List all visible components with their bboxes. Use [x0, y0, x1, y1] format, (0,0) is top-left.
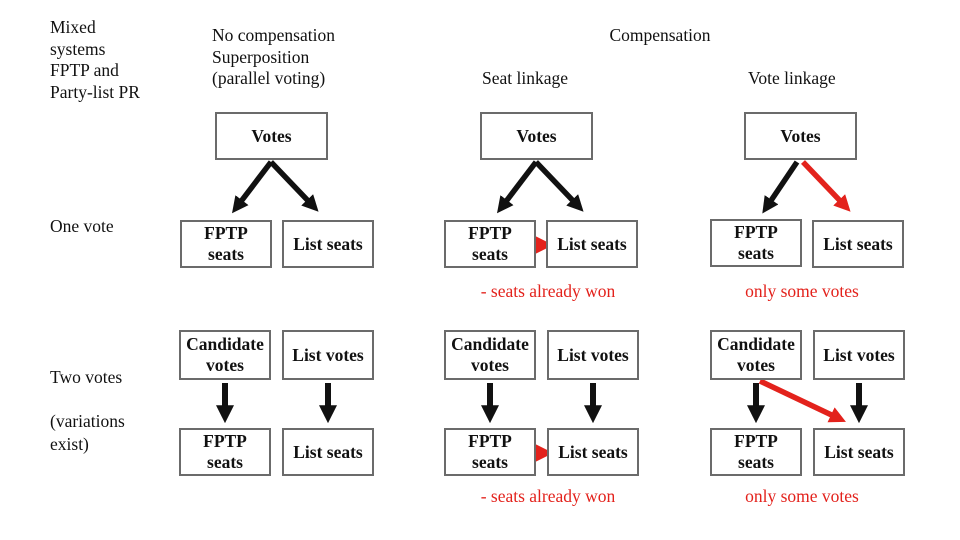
box-list-votes-col3: List votes	[813, 330, 905, 380]
box-candidate-votes-col3: Candidate votes	[710, 330, 802, 380]
column-header-seat-linkage: Seat linkage	[482, 68, 569, 88]
box-votes-vote-linkage: Votes	[744, 112, 857, 160]
diagram-title: Mixed systems FPTP and Party-list PR	[50, 17, 140, 102]
box-votes-no-compensation: Votes	[215, 112, 328, 160]
box-list-votes-col2: List votes	[547, 330, 639, 380]
box-list-seats-two-votes-col2: List seats	[547, 428, 639, 476]
arrow-votes-to-fptp-col3	[762, 160, 800, 214]
caption-vote-linkage-two-votes: only some votes	[745, 486, 859, 506]
arrow-vote-transfer-two-votes	[758, 378, 846, 423]
caption-seat-linkage-one-vote: - seats already won	[480, 281, 616, 301]
arrow-votes-to-list-col1	[269, 160, 319, 212]
box-fptp-seats-two-votes-col2: FPTP seats	[444, 428, 536, 476]
box-fptp-seats-one-vote-col1: FPTP seats	[180, 220, 272, 268]
column-header-vote-linkage: Vote linkage	[748, 68, 836, 88]
arrow-votes-to-fptp-col1	[232, 160, 274, 214]
box-list-seats-one-vote-col2: List seats	[546, 220, 638, 268]
box-list-seats-one-vote-col1: List seats	[282, 220, 374, 268]
box-fptp-seats-two-votes-col1: FPTP seats	[179, 428, 271, 476]
box-candidate-votes-col2: Candidate votes	[444, 330, 536, 380]
caption-vote-linkage-one-vote: only some votes	[745, 281, 859, 301]
box-list-votes-col1: List votes	[282, 330, 374, 380]
box-list-seats-two-votes-col3: List seats	[813, 428, 905, 476]
row-label-variations: (variations exist)	[50, 411, 125, 454]
box-list-seats-one-vote-col3: List seats	[812, 220, 904, 268]
box-fptp-seats-one-vote-col2: FPTP seats	[444, 220, 536, 268]
box-votes-seat-linkage: Votes	[480, 112, 593, 160]
row-label-one-vote: One vote	[50, 216, 114, 236]
box-fptp-seats-two-votes-col3: FPTP seats	[710, 428, 802, 476]
box-candidate-votes-col1: Candidate votes	[179, 330, 271, 380]
row-label-two-votes: Two votes	[50, 367, 123, 387]
column-header-no-compensation: No compensation Superposition (parallel …	[212, 25, 335, 88]
caption-seat-linkage-two-votes: - seats already won	[480, 486, 616, 506]
arrow-votes-to-fptp-col2	[497, 160, 539, 214]
box-list-seats-two-votes-col1: List seats	[282, 428, 374, 476]
box-fptp-seats-one-vote-col3: FPTP seats	[710, 219, 802, 267]
arrow-votes-to-list-col2	[534, 160, 584, 212]
column-header-compensation: Compensation	[609, 25, 711, 45]
arrow-vote-transfer-one-vote	[801, 160, 851, 212]
